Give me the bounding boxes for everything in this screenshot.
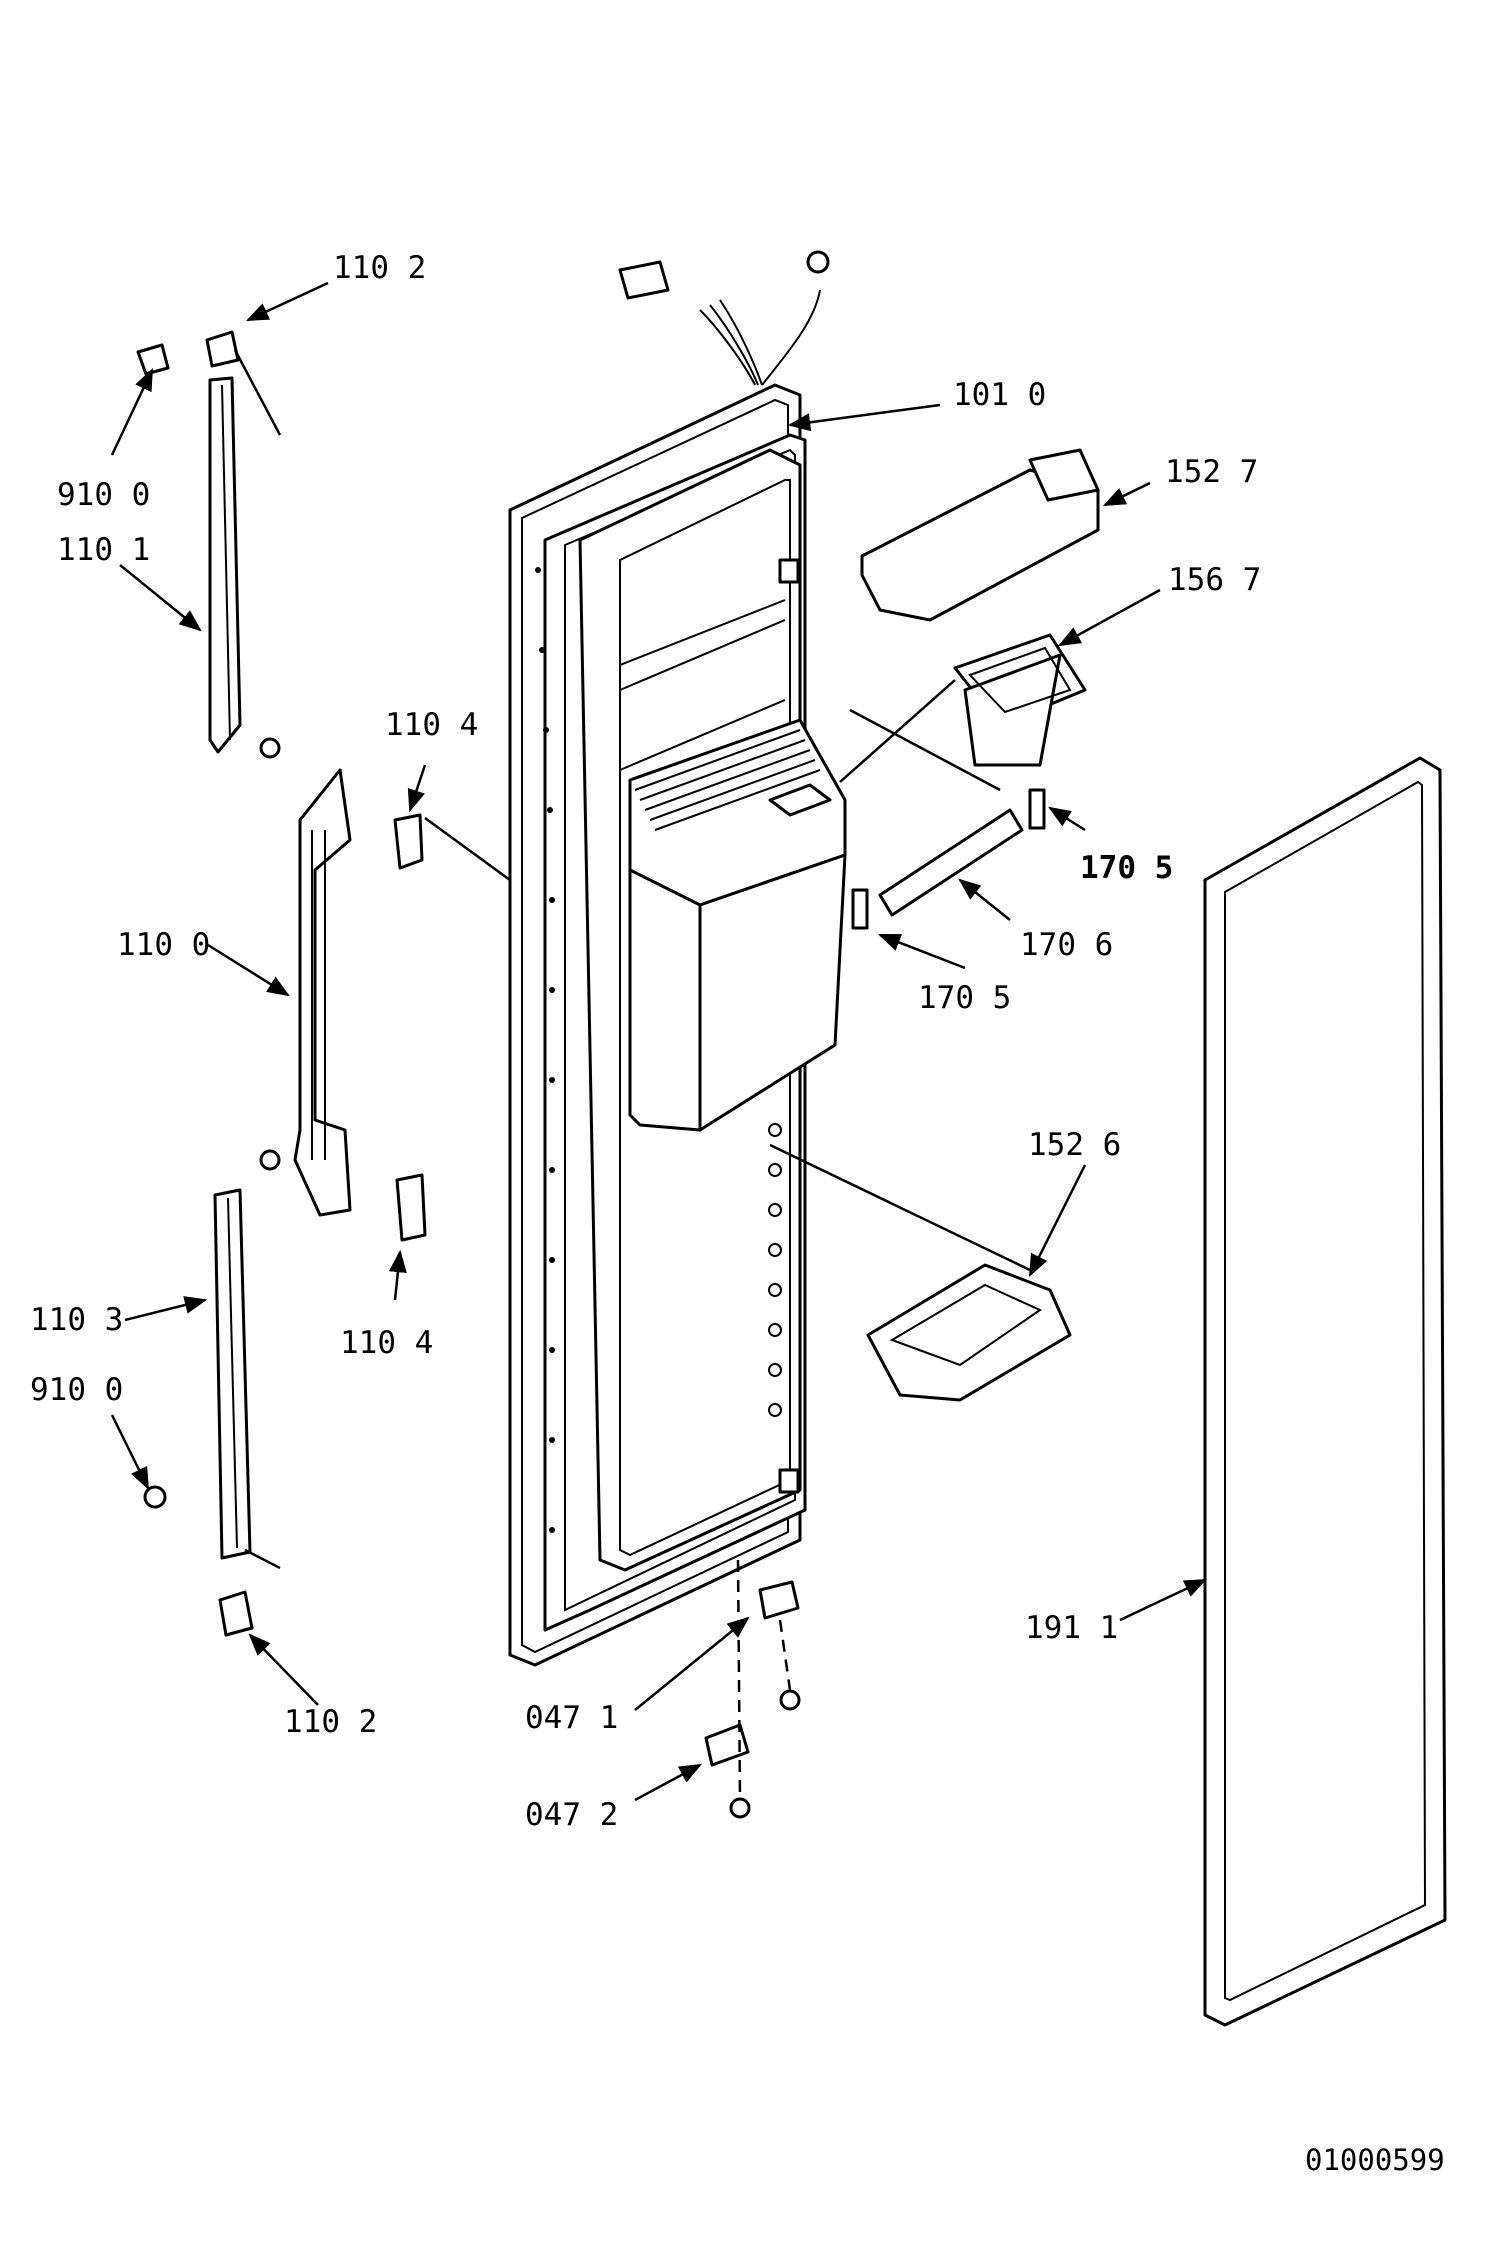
dispenser-rail <box>851 788 1046 930</box>
callout-110-0: 110 0 <box>117 927 210 963</box>
callout-152-6: 152 6 <box>1028 1127 1121 1163</box>
callout-170-5-left: 170 5 <box>918 980 1011 1016</box>
callout-110-3: 110 3 <box>30 1302 123 1338</box>
callout-110-2-bottom: 110 2 <box>284 1704 377 1740</box>
bottom-hinge <box>704 1559 801 1819</box>
callout-110-2-top: 110 2 <box>333 250 426 286</box>
door-panel <box>508 250 847 1667</box>
callout-101-0: 101 0 <box>953 377 1046 413</box>
callout-170-6: 170 6 <box>1020 927 1113 963</box>
callout-170-5-right: 170 5 <box>1080 850 1173 886</box>
callout-047-2: 047 2 <box>525 1797 618 1833</box>
callout-156-7: 156 7 <box>1168 562 1261 598</box>
lower-handle-trim <box>143 1188 254 1637</box>
callout-110-4-top: 110 4 <box>385 707 478 743</box>
callout-152-7: 152 7 <box>1165 454 1258 490</box>
upper-handle-trim <box>136 330 242 754</box>
callout-labels: 110 2 910 0 110 1 110 4 110 0 110 3 910 … <box>30 250 1261 1833</box>
leader-lines <box>110 281 1208 1802</box>
callout-191-1: 191 1 <box>1025 1610 1118 1646</box>
drip-tray <box>866 1263 1072 1402</box>
diagram-reference-code: 01000599 <box>1305 2143 1445 2177</box>
callout-910-0-top: 910 0 <box>57 477 150 513</box>
callout-910-0-bottom: 910 0 <box>30 1372 123 1408</box>
door-shelf-top <box>860 448 1100 622</box>
callout-047-1: 047 1 <box>525 1700 618 1736</box>
handle <box>259 737 427 1242</box>
callout-110-4-bottom: 110 4 <box>340 1325 433 1361</box>
door-gasket <box>1203 756 1447 2027</box>
ice-chute <box>953 633 1087 767</box>
callout-110-1: 110 1 <box>57 532 150 568</box>
